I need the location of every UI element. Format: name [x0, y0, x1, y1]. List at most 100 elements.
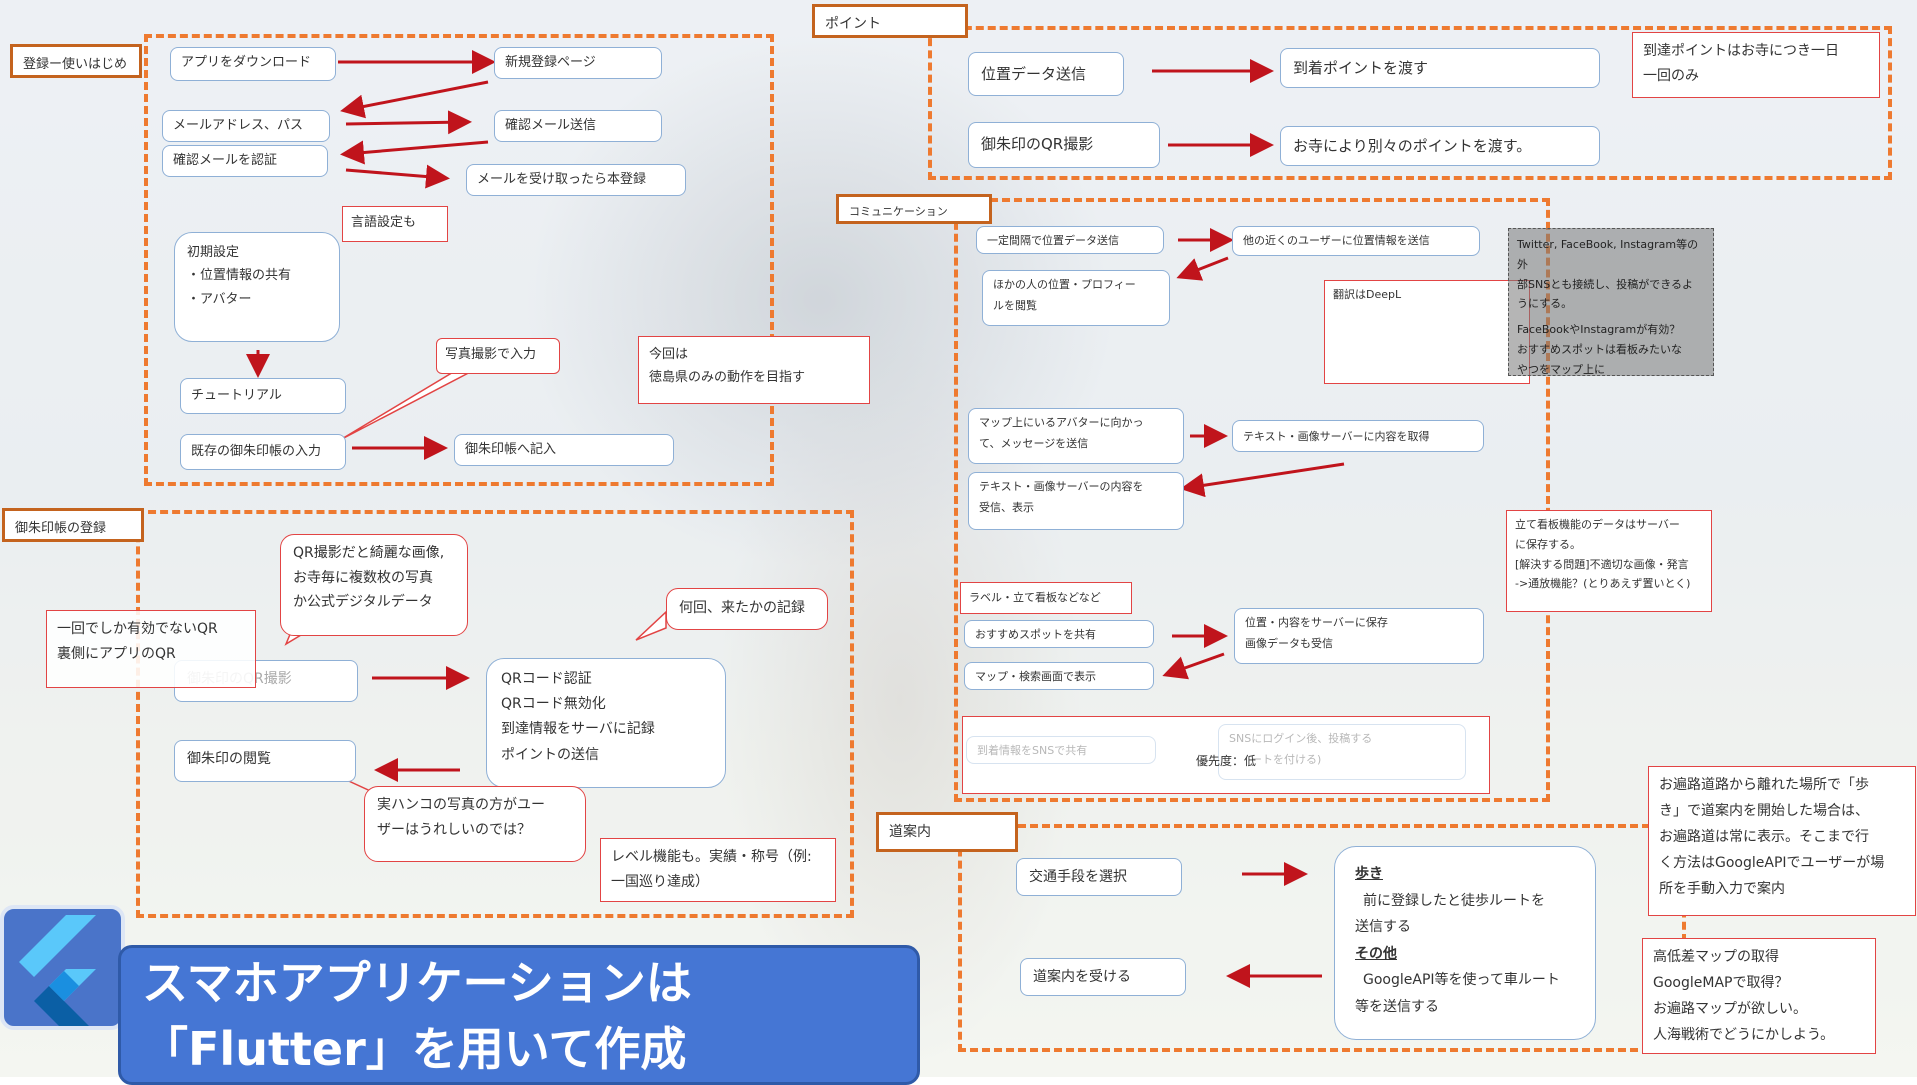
- get-content-node: テキスト・画像サーバーに内容を取得: [1232, 420, 1484, 452]
- arrow-save-display: [1162, 652, 1225, 680]
- sns-note: Twitter, FaceBook, Instagram等の外 部SNSとも接続…: [1508, 228, 1714, 376]
- section-tag-points: ポイント: [812, 4, 968, 38]
- other-body-line-2: 等を送信する: [1355, 998, 1439, 1015]
- qr-bubble-line-1: QR撮影だと綺麗な画像,: [293, 545, 445, 561]
- photo-input-callout: 写真撮影で入力: [436, 338, 560, 374]
- level-line-1: レベル機能も。実績・称号（例:: [611, 849, 812, 865]
- other-title: その他: [1355, 945, 1397, 962]
- confirm-send-node: 確認メール送信: [494, 110, 662, 142]
- sns-note-line-3: うにする。: [1517, 297, 1573, 311]
- hanko-line-1: 実ハンコの写真の方がユー: [377, 797, 545, 813]
- offroute-line-5: 所を手動入力で案内: [1659, 880, 1785, 897]
- qr-once-note: 一回でしか有効でないQR 裏側にアプリのQR: [46, 610, 256, 688]
- sns-login-line-2: ートを付ける): [1251, 752, 1322, 766]
- message-avatar-line-2: て、メッセージを送信: [979, 436, 1089, 450]
- view-others-node: ほかの人の位置・プロフィー ルを閲覧: [982, 270, 1170, 326]
- level-line-2: 一国巡り達成）: [611, 874, 709, 891]
- sns-note-line-6: やつをマップ上に: [1517, 362, 1605, 376]
- qr-process-line-3: 到達情報をサーバに記録: [501, 721, 655, 738]
- setup-line-1: 初期設定: [187, 245, 240, 260]
- tutorial-node: チュートリアル: [180, 378, 346, 414]
- arrow-signup-email: [340, 80, 489, 119]
- offroute-line-4: く方法はGoogleAPIでユーザーが場: [1659, 854, 1885, 871]
- qr-once-line-1: 一回でしか有効でないQR: [57, 621, 218, 637]
- receive-display-line-2: 受信、表示: [979, 500, 1034, 514]
- language-note: 言語設定も: [342, 206, 448, 242]
- qr-bubble-line-2: お寺毎に複数枚の写真: [293, 569, 433, 586]
- receive-display-line-1: テキスト・画像サーバーの内容を: [979, 480, 1144, 493]
- points-note-line-2: 一回のみ: [1643, 67, 1699, 84]
- qr-process-node: QRコード認証 QRコード無効化 到達情報をサーバに記録 ポイントの送信: [486, 658, 726, 788]
- offroute-line-1: お遍路道路から離れた場所で「歩: [1659, 777, 1869, 793]
- existing-stamp-node: 既存の御朱印帳の入力: [180, 434, 346, 470]
- section-tag-navigation: 道案内: [876, 812, 1018, 852]
- banner-text: スマホアプリケーションは「Flutter」を用いて作成: [142, 950, 692, 1082]
- sns-note-line-1: Twitter, FaceBook, Instagram等の外: [1517, 238, 1699, 271]
- save-server-line-1: 位置・内容をサーバーに保存: [1245, 616, 1388, 629]
- elevation-line-3: お遍路マップが欲しい。: [1653, 1000, 1807, 1017]
- view-others-line-1: ほかの人の位置・プロフィー: [993, 278, 1136, 291]
- banner-line-1: スマホアプリケーションは: [142, 956, 692, 1010]
- sns-note-line-4: FaceBookやInstagramが有効？: [1517, 323, 1681, 337]
- registration-frame: [144, 34, 774, 486]
- labels-tag: ラベル・立て看板などなど: [960, 582, 1132, 614]
- sns-note-line-2: 部SNSとも接続し、投稿ができるよ: [1517, 277, 1693, 291]
- callout-tail-photo: [339, 367, 479, 441]
- signboard-note: 立て看板機能のデータはサーバー に保存する。 [解決する問題]不適切な画像・発言…: [1506, 510, 1712, 612]
- deepl-note: 翻訳はDeepL: [1324, 280, 1530, 384]
- hanko-bubble: 実ハンコの写真の方がユー ザーはうれしいのでは？: [364, 786, 586, 862]
- hanko-line-2: ザーはうれしいのでは？: [377, 822, 531, 839]
- sns-share-group: [962, 716, 1490, 794]
- periodic-location-node: 一定間隔で位置データ送信: [976, 226, 1164, 254]
- level-note: レベル機能も。実績・称号（例: 一国巡り達成）: [600, 838, 836, 902]
- sns-note-line-5: おすすめスポットは看板みたいな: [1517, 342, 1682, 356]
- arrow-confirm-verify: [340, 140, 489, 165]
- message-avatar-line-1: マップ上にいるアバターに向かっ: [979, 416, 1144, 429]
- signboard-line-3: [解決する問題]不適切な画像・発言: [1515, 557, 1689, 571]
- walk-title: 歩き: [1355, 866, 1383, 882]
- confirm-verify-node: 確認メールを認証: [162, 145, 328, 177]
- sns-share-node: 到着情報をSNSで共有: [966, 736, 1156, 764]
- walk-body-line-2: 送信する: [1355, 919, 1411, 936]
- qr-process-line-4: ポイントの送信: [501, 746, 599, 763]
- flutter-logo: [0, 905, 125, 1033]
- section-tag-communication: コミュニケーション: [836, 194, 992, 224]
- walk-body-line-1: 前に登録したと徒歩ルートを: [1363, 892, 1545, 909]
- points-frame: [928, 26, 1892, 180]
- receive-display-node: テキスト・画像サーバーの内容を 受信、表示: [968, 472, 1184, 530]
- elevation-note: 高低差マップの取得 GoogleMAPで取得？ お遍路マップが欲しい。 人海戦術…: [1642, 938, 1876, 1054]
- qr-shoot-points-node: 御朱印のQR撮影: [968, 122, 1160, 168]
- receive-nav-node: 道案内を受ける: [1020, 958, 1186, 996]
- signboard-line-2: に保存する。: [1515, 537, 1581, 551]
- qr-bubble-line-3: か公式デジタルデータ: [293, 594, 433, 610]
- points-note-line-1: 到達ポイントはお寺につき一日: [1643, 43, 1839, 59]
- route-options-node: 歩き 前に登録したと徒歩ルートを 送信する その他 GoogleAPI等を使って…: [1334, 846, 1596, 1040]
- initial-setup-node: 初期設定 ・位置情報の共有 ・アバター: [174, 232, 340, 342]
- setup-line-2: ・位置情報の共有: [187, 268, 292, 284]
- signboard-line-1: 立て看板機能のデータはサーバー: [1515, 518, 1680, 531]
- flutter-banner: [118, 945, 920, 1085]
- this-time-line-1: 今回は: [649, 347, 689, 362]
- offroute-line-2: き」で道案内を開始した場合は、: [1659, 802, 1869, 819]
- qr-process-line-1: QRコード認証: [501, 671, 592, 687]
- communication-frame: [954, 198, 1550, 802]
- message-avatar-node: マップ上にいるアバターに向かっ て、メッセージを送信: [968, 408, 1184, 464]
- section-tag-stamp: 御朱印帳の登録: [2, 508, 144, 542]
- map-display-node: マップ・検索画面で表示: [964, 662, 1154, 690]
- download-node: アプリをダウンロード: [170, 47, 336, 81]
- signboard-line-4: ->通放機能？(とりあえず置いとく): [1515, 577, 1691, 591]
- arrow-email-confirm: [345, 110, 472, 135]
- sns-login-node: SNSにログイン後、投稿する ートを付ける): [1218, 724, 1466, 780]
- stamp-frame: [136, 510, 854, 918]
- offroute-line-3: お遍路道は常に表示。そこまで行: [1659, 828, 1869, 845]
- priority-label: 優先度：低: [1196, 754, 1257, 768]
- arrow-verify-register: [345, 164, 450, 189]
- banner-line-2: 「Flutter」を用いて作成: [142, 1022, 687, 1076]
- select-mode-node: 交通手段を選択: [1016, 858, 1182, 896]
- signup-page-node: 新規登録ページ: [494, 47, 662, 79]
- save-server-node: 位置・内容をサーバーに保存 画像データも受信: [1234, 608, 1484, 664]
- qr-once-line-2: 裏側にアプリのQR: [57, 646, 176, 663]
- callout-tail-count: [635, 610, 667, 641]
- elevation-line-1: 高低差マップの取得: [1653, 949, 1779, 965]
- qr-image-bubble: QR撮影だと綺麗な画像, お寺毎に複数枚の写真 か公式デジタルデータ: [280, 534, 468, 636]
